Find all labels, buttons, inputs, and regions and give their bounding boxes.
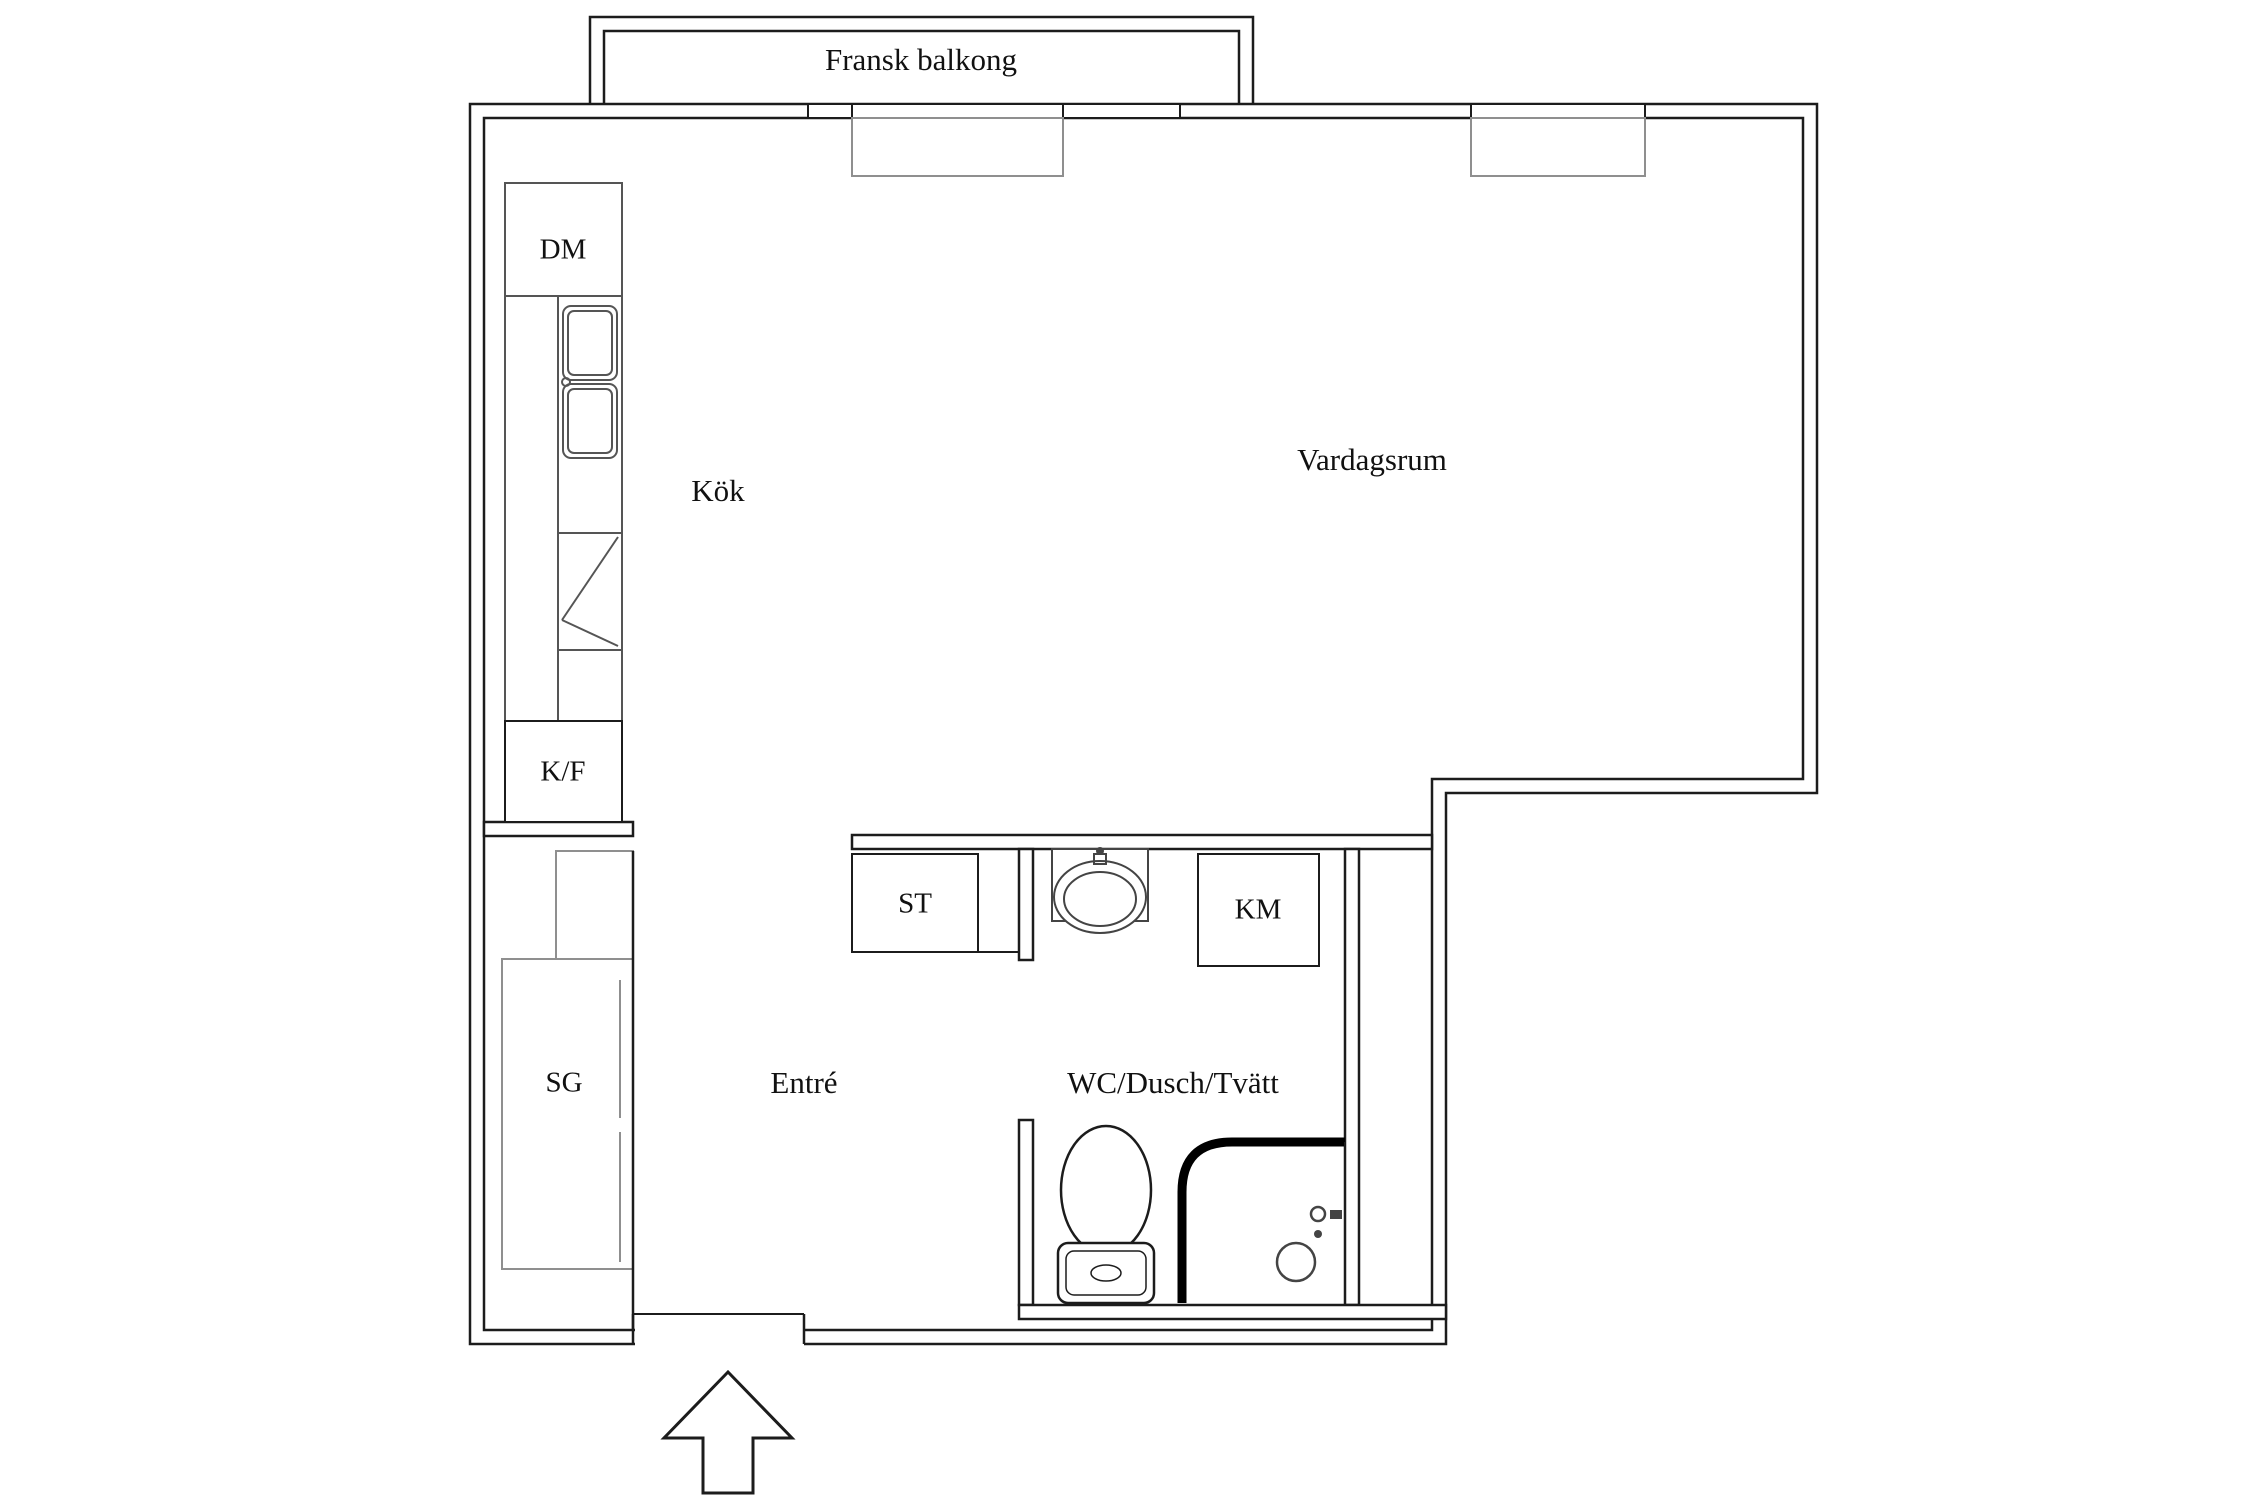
stove-icon: [557, 532, 623, 651]
shower-icon: [1177, 1137, 1346, 1305]
toilet-icon: [1056, 1124, 1156, 1305]
living-room-label: Vardagsrum: [1297, 442, 1447, 477]
fridge-freezer-label: K/F: [540, 756, 585, 788]
entrance-label: Entré: [770, 1065, 837, 1100]
fridge-freezer-box: [504, 720, 623, 823]
labels: Fransk balkong DM Kök Vardagsrum K/F SG …: [540, 42, 1447, 1100]
bathroom-label: WC/Dusch/Tvätt: [1067, 1065, 1279, 1100]
hall-closets: [501, 850, 634, 1270]
storage-label: ST: [898, 888, 932, 920]
interior-walls: [482, 820, 1448, 1321]
window-band: [807, 103, 1646, 119]
washing-machine-label: KM: [1235, 894, 1282, 926]
entry-arrow-icon: [660, 1369, 796, 1495]
kitchen-label: Kök: [691, 473, 745, 508]
balcony-outline: [588, 15, 1255, 104]
dishwasher-label: DM: [540, 234, 587, 266]
storage-closet-box: [851, 853, 979, 953]
washing-machine-box: [1197, 853, 1320, 967]
exterior-walls: [468, 102, 1819, 1346]
washbasin-icon: [1051, 847, 1149, 934]
wardrobe-label: SG: [545, 1067, 582, 1099]
window-sills: [851, 117, 1646, 177]
balcony-label: Fransk balkong: [825, 42, 1017, 77]
entrance-doorway: [631, 1313, 806, 1348]
kitchen-sink-icon: [561, 305, 618, 459]
